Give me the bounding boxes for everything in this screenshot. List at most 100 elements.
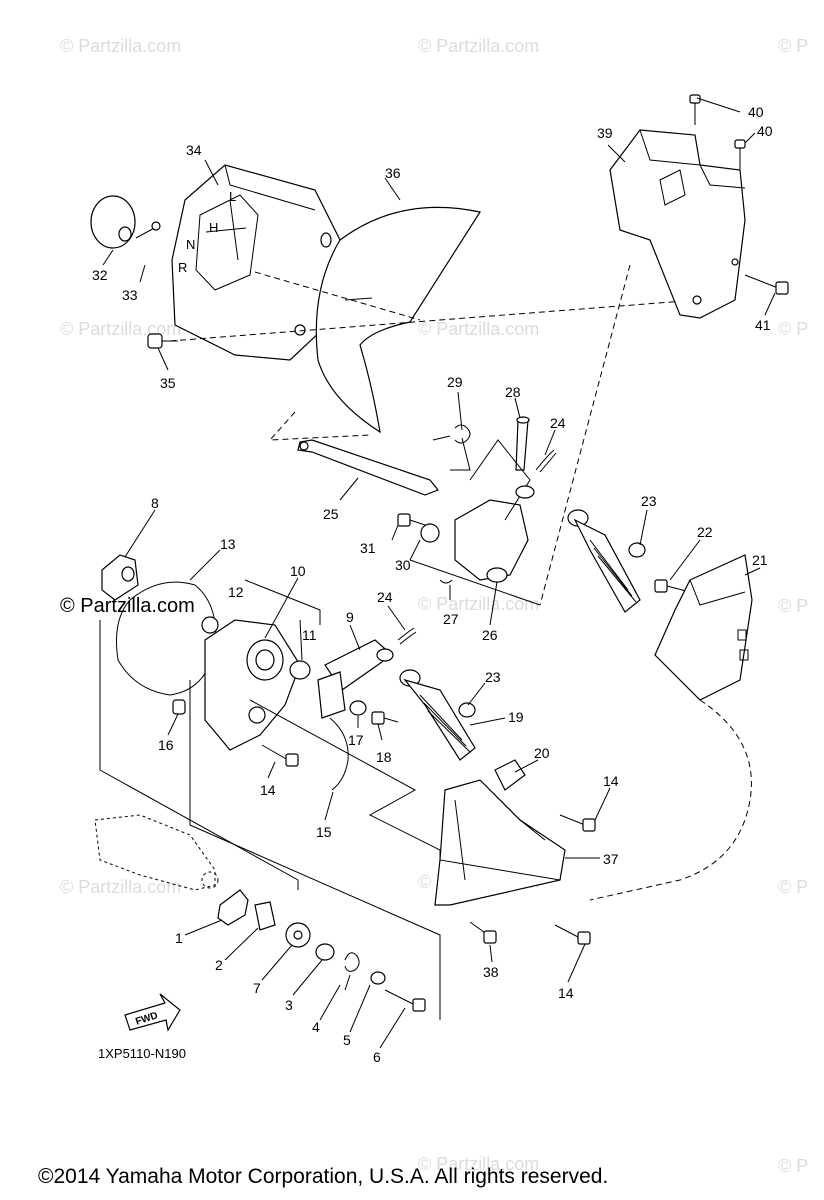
- bolt-14b: [559, 814, 596, 832]
- callout-22: 22: [697, 524, 713, 540]
- callout-6: 6: [373, 1049, 381, 1065]
- callout-1: 1: [175, 930, 183, 946]
- watermark: © Partzilla.com: [418, 319, 539, 339]
- callouts: 34 32 33 35 36 39 40 40 41 29 28 24 25 3…: [92, 104, 773, 1065]
- watermark: © P: [778, 596, 808, 616]
- washer-3: [315, 943, 335, 961]
- screw-33: [135, 221, 161, 239]
- bolt-38: [469, 921, 497, 944]
- callout-2: 2: [215, 957, 223, 973]
- callout-21: 21: [752, 552, 768, 568]
- callout-8: 8: [151, 495, 159, 511]
- callout-13: 13: [220, 536, 236, 552]
- collar-2: [254, 901, 276, 931]
- shift-drum-ghost: [94, 814, 219, 891]
- clip-27: [439, 579, 453, 584]
- diagram-code: 1XP5110-N190: [98, 1046, 186, 1061]
- shift-arm-26: [454, 439, 535, 583]
- bolt-41: [744, 274, 789, 295]
- bracket-37: [434, 779, 566, 906]
- watermark: © Partzilla.com: [418, 36, 539, 56]
- washer-5: [370, 971, 386, 985]
- watermark: © Partzilla.com: [418, 594, 539, 614]
- shift-knob: [90, 195, 136, 249]
- callout-14: 14: [260, 782, 276, 798]
- shift-rod-25: [297, 439, 439, 496]
- gasket-13: [116, 581, 217, 696]
- callout-37: 37: [603, 851, 619, 867]
- star-wheel-7: [285, 922, 311, 948]
- segment-1: [217, 889, 249, 926]
- shift-lever-cover: L H N R: [171, 164, 341, 361]
- washer-30: [420, 523, 440, 543]
- gate-letter: L: [229, 189, 236, 204]
- gate-letter: N: [186, 237, 195, 252]
- watermark: © Partzilla.com: [418, 1154, 539, 1174]
- callout-27: 27: [443, 611, 459, 627]
- callout-15: 15: [316, 824, 332, 840]
- washer-17: [349, 700, 367, 716]
- watermark: © P: [778, 319, 808, 339]
- callout-30: 30: [395, 557, 411, 573]
- copyright: ©2014 Yamaha Motor Corporation, U.S.A. A…: [38, 1165, 609, 1188]
- spring-29: [432, 424, 471, 471]
- callout-41: 41: [755, 317, 771, 333]
- callout-38: 38: [483, 964, 499, 980]
- lever-9: [317, 639, 394, 719]
- watermark: © P: [778, 877, 808, 897]
- bolt-14c: [554, 924, 591, 945]
- callout-29: 29: [447, 374, 463, 390]
- callout-11: 11: [302, 627, 317, 643]
- callout-33: 33: [122, 287, 138, 303]
- damper-lower: [399, 669, 476, 761]
- callout-17: 17: [348, 732, 364, 748]
- case-cover: [201, 616, 301, 751]
- callout-12: 12: [228, 584, 244, 600]
- callout-7: 7: [253, 980, 261, 996]
- gate-letter: R: [178, 260, 187, 275]
- callout-3: 3: [285, 997, 293, 1013]
- callout-40: 40: [748, 104, 764, 120]
- bolt-40: [689, 94, 701, 125]
- callout-14: 14: [603, 773, 619, 789]
- bolt-31: [397, 513, 426, 527]
- callout-9: 9: [346, 609, 354, 625]
- bracket-39: [609, 129, 746, 319]
- shift-boot: [315, 206, 481, 434]
- watermark: © Partzilla.com: [60, 36, 181, 56]
- leader-lines: [102, 97, 776, 1049]
- callout-31: 31: [360, 540, 376, 556]
- cotter-pin-24: [535, 449, 557, 473]
- callout-16: 16: [158, 737, 174, 753]
- fwd-arrow-icon: FWD: [124, 993, 181, 1032]
- callout-40: 40: [757, 123, 773, 139]
- callout-36: 36: [385, 165, 401, 181]
- callout-20: 20: [534, 745, 550, 761]
- bolt-14: [261, 744, 299, 767]
- callout-35: 35: [160, 375, 176, 391]
- bracket-21: [654, 554, 753, 701]
- clip-15: [329, 717, 349, 791]
- callout-24: 24: [377, 589, 393, 605]
- callout-25: 25: [323, 506, 339, 522]
- callout-39: 39: [597, 125, 613, 141]
- callout-19: 19: [508, 709, 524, 725]
- callout-5: 5: [343, 1032, 351, 1048]
- cover-8: [101, 554, 139, 601]
- pin-28: [515, 416, 530, 471]
- callout-10: 10: [290, 563, 306, 579]
- watermark: © Partzilla.com: [60, 877, 181, 897]
- callout-32: 32: [92, 267, 108, 283]
- seal-11: [289, 660, 311, 680]
- bracket-20: [494, 759, 526, 791]
- watermark: © P: [778, 36, 808, 56]
- dowel-16: [172, 699, 186, 715]
- gate-letter: H: [209, 220, 218, 235]
- watermark-bold: © Partzilla.com: [60, 595, 195, 617]
- callout-34: 34: [186, 142, 202, 158]
- spring-4: [344, 952, 360, 991]
- callout-23: 23: [485, 669, 501, 685]
- callout-18: 18: [376, 749, 392, 765]
- watermark: © P: [778, 1156, 808, 1176]
